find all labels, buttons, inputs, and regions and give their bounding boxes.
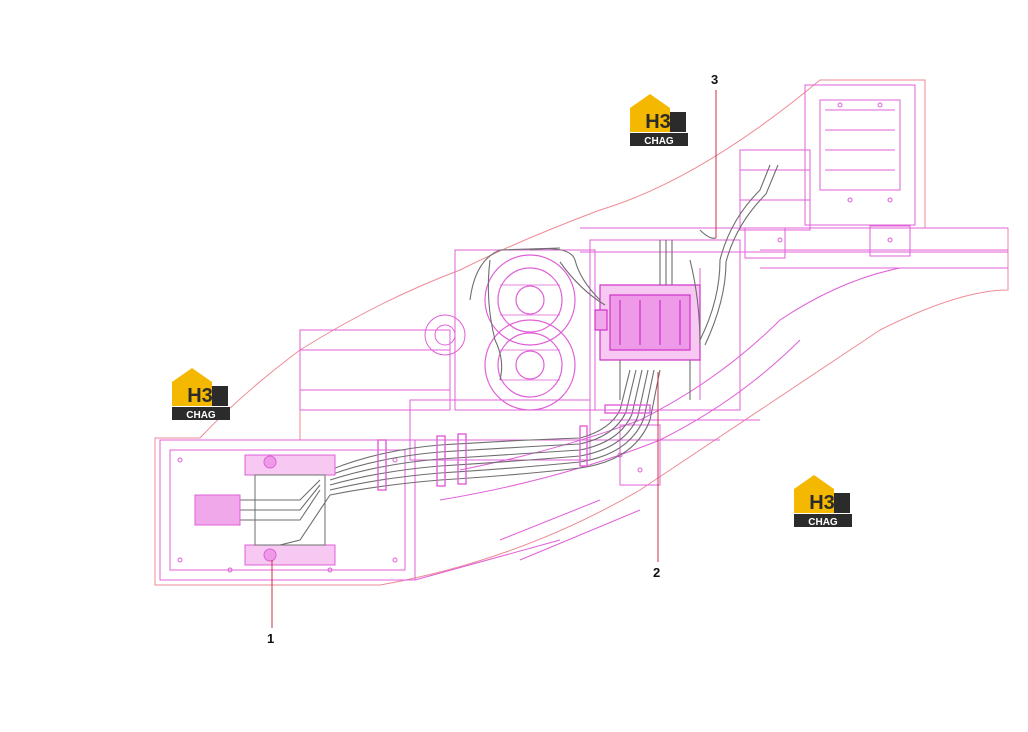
control-valve xyxy=(594,284,701,361)
watermark-logo: H3 CHAG xyxy=(628,92,690,148)
logo-bottom-text: CHAG xyxy=(808,517,838,528)
logo-top-text: H3 xyxy=(645,111,671,133)
pump-assembly xyxy=(194,454,336,566)
logo-bottom-text: CHAG xyxy=(186,410,216,421)
house-logo-icon: H3 CHAG xyxy=(172,368,230,421)
callout-1: 1 xyxy=(267,631,275,646)
house-logo-icon: H3 CHAG xyxy=(630,94,688,147)
logo-top-text: H3 xyxy=(809,492,835,514)
chassis-outline xyxy=(154,79,1009,586)
logo-top-text: H3 xyxy=(187,385,213,407)
logo-bottom-text: CHAG xyxy=(644,136,674,147)
travel-motors xyxy=(484,254,576,411)
callout-3: 3 xyxy=(711,72,719,87)
frame-structure xyxy=(159,84,1008,581)
leader-lines xyxy=(271,90,717,628)
watermark-logo: H3 CHAG xyxy=(170,366,232,422)
callout-2: 2 xyxy=(653,565,661,580)
house-logo-icon: H3 CHAG xyxy=(794,475,852,528)
hose-clamps xyxy=(377,404,651,491)
watermark-logo: H3 CHAG xyxy=(792,473,854,529)
